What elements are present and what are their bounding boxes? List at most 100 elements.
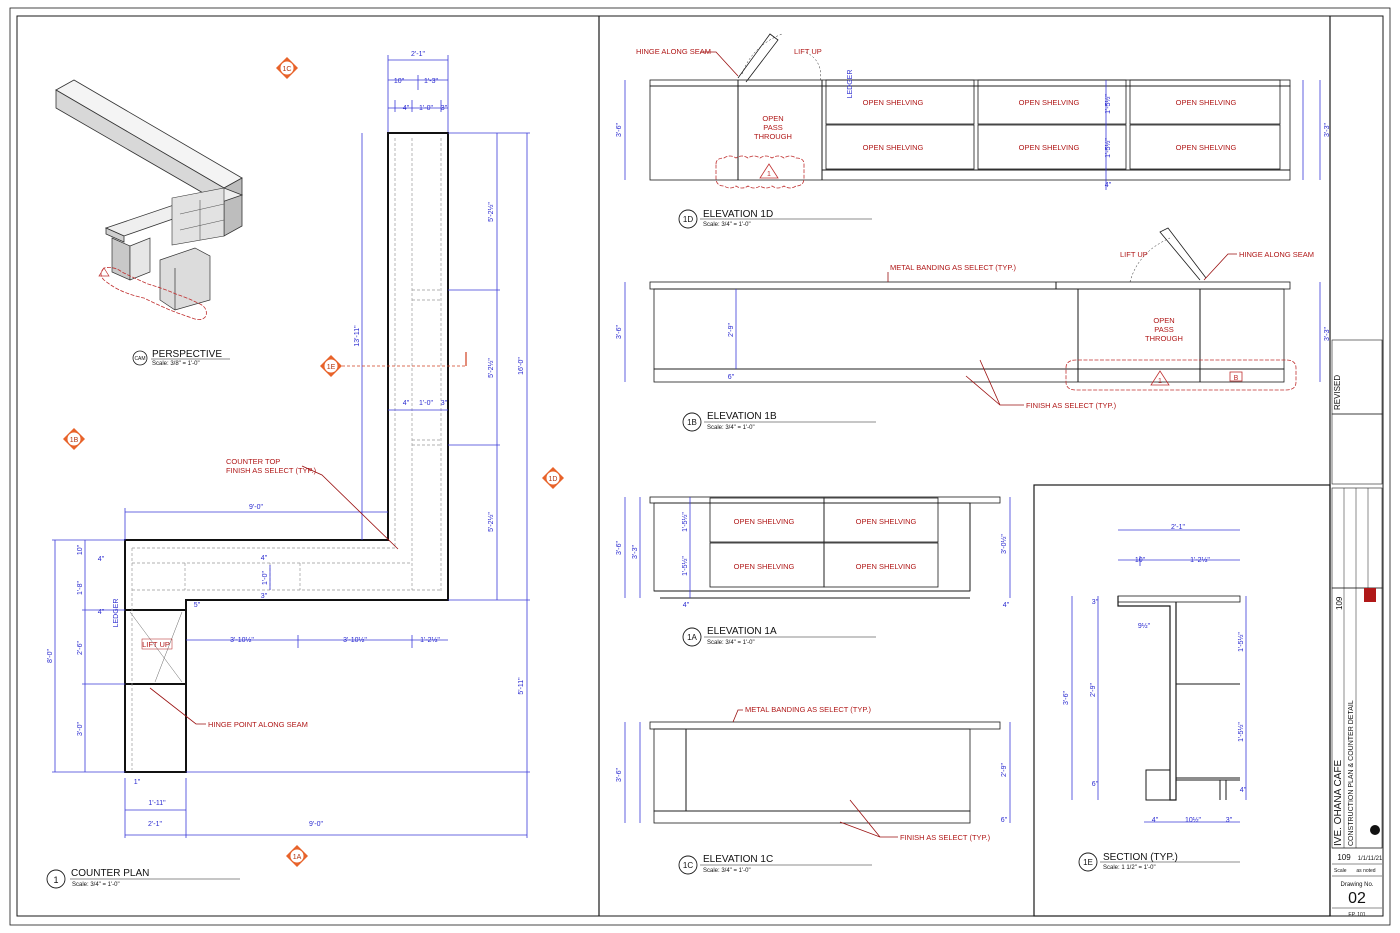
dim-8-0: 8'-0" — [47, 649, 54, 663]
dim-4c: 4" — [261, 555, 268, 562]
dim-1a-3-6: 3'-6" — [616, 541, 623, 555]
dim-1: 1" — [134, 779, 141, 786]
dim-3b: 3" — [441, 400, 448, 407]
open-shelving-1d-f: OPEN SHELVING — [1176, 143, 1237, 152]
tag-1a: 1A — [293, 854, 302, 861]
plan-number: 1 — [53, 875, 58, 885]
dim-1e-4b: 4" — [1240, 787, 1247, 794]
dim-1c-6: 6" — [1001, 817, 1008, 824]
dim-5-2a: 5'-2½" — [487, 202, 495, 222]
dim-2-6: 2'-6" — [77, 641, 84, 655]
dim-1c-2-9: 2'-9" — [1001, 763, 1008, 777]
section-title: SECTION (TYP.) — [1103, 852, 1178, 863]
job-number-side: 109 — [1335, 596, 1344, 610]
dim-1a-1-5b: 1'-5½" — [681, 556, 689, 576]
ledger-1d: LEDGER — [847, 70, 854, 99]
elev-1a-title: ELEVATION 1A — [707, 626, 777, 637]
inner-border — [16, 15, 1384, 917]
elev-1a-scale: Scale: 3/4" = 1'-0" — [707, 640, 755, 646]
drawing-no: 02 — [1348, 890, 1366, 907]
dim-2-1: 2'-1" — [411, 51, 425, 58]
dim-5-2c: 5'-2½" — [487, 512, 495, 532]
dim-10: 10" — [394, 78, 405, 85]
dim-16-0: 16'-0" — [518, 357, 525, 375]
section-tags: 1C 1E 1B 1D 1A — [63, 57, 564, 867]
open-shelving-1a-a: OPEN SHELVING — [734, 517, 795, 526]
outer-border — [9, 7, 1391, 926]
counter-top-note-2: FINISH AS SELECT (TYP.) — [226, 466, 317, 475]
elev-1c-scale: Scale: 3/4" = 1'-0" — [703, 868, 751, 874]
elevation-1c: METAL BANDING AS SELECT (TYP.) FINISH AS… — [616, 705, 1011, 875]
dim-1-3: 1'-3" — [424, 78, 438, 85]
dim-1-8: 1'-8" — [77, 581, 84, 595]
through-1d: THROUGH — [754, 132, 792, 141]
open-shelving-1d-a: OPEN SHELVING — [863, 98, 924, 107]
dim-1a-3-0: 3'-0½" — [1000, 534, 1008, 554]
elevation-1d: 1 HINGE ALONG SEAM LIFT UP LEDGER OPEN P… — [616, 33, 1331, 229]
tag-1d: 1D — [549, 476, 558, 483]
dim-1e-6: 6" — [1092, 781, 1099, 788]
dim-1e-2-1: 2'-1" — [1171, 524, 1185, 531]
dim-3-10a: 3'-10½" — [230, 636, 254, 644]
open-shelving-1d-e: OPEN SHELVING — [1019, 143, 1080, 152]
dim-1a-1-5a: 1'-5½" — [681, 512, 689, 532]
finish-1b: FINISH AS SELECT (TYP.) — [1026, 401, 1117, 410]
dim-10b: 10" — [77, 544, 84, 555]
open-shelving-1a-b: OPEN SHELVING — [856, 517, 917, 526]
scale-label: Scale — [1334, 868, 1347, 874]
dim-4e: 4" — [98, 609, 105, 616]
dim-1a-4b: 4" — [1003, 602, 1010, 609]
hinge-point-note: HINGE POINT ALONG SEAM — [208, 720, 308, 729]
counter-top-note-1: COUNTER TOP — [226, 457, 280, 466]
elev-1c-title: ELEVATION 1C — [703, 854, 773, 865]
elev-1b-number: 1B — [687, 418, 697, 427]
dim-1c-3-6: 3'-6" — [616, 768, 623, 782]
dim-4b: 4" — [403, 400, 410, 407]
dim-1-11: 1'-11" — [148, 800, 166, 807]
counter-plan: 2'-1" 10" 1'-3" 4" 1'-0" 3" 4" 1'-0" 3" … — [46, 51, 530, 889]
metal-banding-1b: METAL BANDING AS SELECT (TYP.) — [890, 263, 1017, 272]
plan-title: COUNTER PLAN — [71, 868, 149, 879]
open-1d: OPEN — [762, 114, 783, 123]
dim-3c: 3" — [261, 593, 268, 600]
open-1b: OPEN — [1153, 316, 1174, 325]
dim-1e-4: 4" — [1152, 817, 1159, 824]
dim-3: 3" — [441, 105, 448, 112]
dim-1-2: 1'-2½" — [420, 636, 440, 644]
elev-1a-number: 1A — [687, 633, 697, 642]
open-shelving-1d-b: OPEN SHELVING — [1019, 98, 1080, 107]
hinge-seam-1d: HINGE ALONG SEAM — [636, 47, 711, 56]
pass-1d: PASS — [763, 123, 782, 132]
elev-1c-number: 1C — [683, 861, 693, 870]
dim-1-0: 1'-0" — [419, 105, 433, 112]
tag-1e: 1E — [327, 364, 336, 371]
lift-up-1b: LIFT UP — [1120, 250, 1148, 259]
job-number: 109 — [1337, 853, 1351, 862]
perspective-view: CAM PERSPECTIVE Scale: 3/8" = 1'-0" — [55, 79, 244, 367]
dim-1e-1-5b: 1'-5½" — [1237, 722, 1245, 742]
rev-tri-1b: 1 — [1158, 378, 1162, 385]
dim-1b-3-3: 3'-3" — [1324, 327, 1331, 341]
dim-1e-9: 9½" — [1138, 622, 1151, 630]
dim-5: 5" — [194, 602, 201, 609]
title-block: REVISED IVE. OHANA CAFE CONSTRUCTION PLA… — [1331, 339, 1383, 918]
metal-banding-1c: METAL BANDING AS SELECT (TYP.) — [745, 705, 872, 714]
section-number: 1E — [1083, 858, 1093, 867]
elev-1d-number: 1D — [683, 215, 693, 224]
dim-2-1b: 2'-1" — [148, 821, 162, 828]
dim-3-0: 3'-0" — [77, 722, 84, 736]
dim-1e-10b: 10½" — [1185, 816, 1202, 824]
dim-1b-3-6: 3'-6" — [616, 325, 623, 339]
pass-1b: PASS — [1154, 325, 1173, 334]
dim-1e-1-5a: 1'-5½" — [1237, 632, 1245, 652]
elevation-1b: 1 B METAL BANDING AS SELECT (TYP.) LIFT … — [616, 227, 1331, 432]
sheet-ref: EP. 101 — [1348, 912, 1365, 918]
section-1e: 2'-1" 10" 1'-2½" 3" 9½" 3'-6" 2'-9" 6" 1… — [1063, 524, 1247, 872]
dim-1e-1-2: 1'-2½" — [1190, 556, 1210, 564]
perspective-cam-label: CAM — [134, 356, 145, 362]
open-shelving-1d-d: OPEN SHELVING — [863, 143, 924, 152]
finish-1c: FINISH AS SELECT (TYP.) — [900, 833, 991, 842]
dim-1-0b: 1'-0" — [419, 400, 433, 407]
elev-1b-scale: Scale: 3/4" = 1'-0" — [707, 425, 755, 431]
